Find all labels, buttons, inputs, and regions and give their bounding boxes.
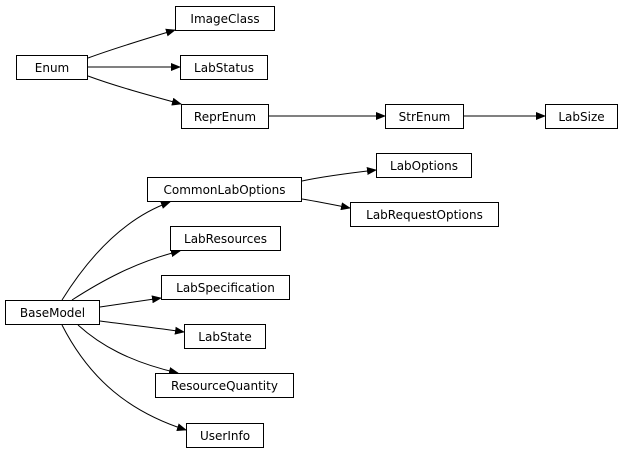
edge-commonlab-labrequest — [301, 198, 351, 211]
node-laboptions: LabOptions — [376, 153, 472, 178]
edge-enum-imageclass — [87, 28, 176, 59]
edge-basemodel-labstate — [99, 320, 185, 335]
node-userinfo: UserInfo — [186, 423, 264, 448]
edge-commonlab-laboptions — [301, 167, 377, 182]
node-basemodel: BaseModel — [5, 300, 100, 325]
node-imageclass: ImageClass — [175, 6, 275, 31]
node-resourcequantity: ResourceQuantity — [155, 373, 294, 398]
node-labspecification: LabSpecification — [161, 275, 290, 300]
node-strenum: StrEnum — [385, 104, 464, 129]
node-labsize: LabSize — [545, 104, 618, 129]
node-reprenum: ReprEnum — [181, 104, 269, 129]
node-labstate: LabState — [184, 324, 266, 349]
edge-basemodel-resqty — [77, 324, 179, 375]
node-labstatus: LabStatus — [180, 55, 268, 80]
node-labrequestoptions: LabRequestOptions — [350, 202, 499, 227]
edge-basemodel-userinfo — [61, 324, 187, 432]
node-labresources: LabResources — [170, 226, 281, 251]
node-commonlaboptions: CommonLabOptions — [147, 177, 302, 202]
edge-basemodel-labresources — [71, 249, 181, 301]
node-enum: Enum — [16, 55, 88, 80]
edge-enum-reprenum — [87, 75, 182, 106]
edge-basemodel-labspec — [99, 295, 162, 308]
edge-basemodel-commonlab — [61, 201, 171, 301]
